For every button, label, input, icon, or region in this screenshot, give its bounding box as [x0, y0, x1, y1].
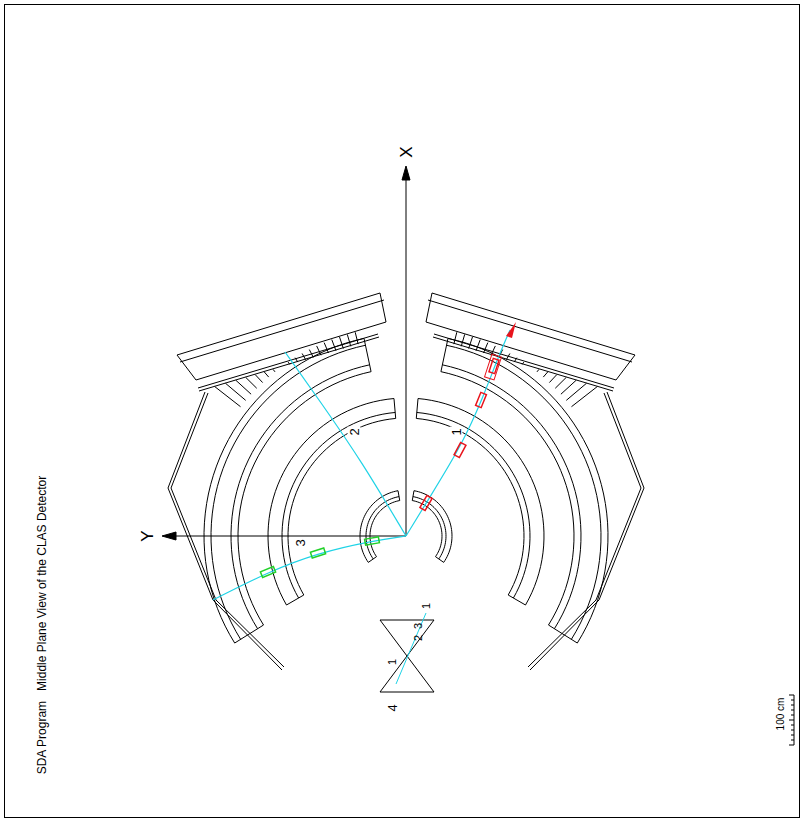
cherenkov-mirror: [324, 343, 328, 353]
cherenkov-mirror: [215, 386, 241, 406]
drift-chamber-region: [412, 491, 452, 563]
cherenkov-mirror: [514, 358, 517, 362]
sector-number: 1: [387, 657, 398, 667]
track-number: 3: [294, 537, 307, 548]
sector-number: 4: [386, 704, 399, 711]
outer-panel: [530, 392, 644, 670]
outer-panel: [168, 392, 282, 670]
scintillator: [180, 300, 384, 362]
hit-marker: [420, 495, 432, 510]
cherenkov-mirror: [309, 350, 313, 358]
cherenkov-mirror: [476, 340, 480, 351]
cherenkov-mirror: [339, 337, 343, 349]
hit-marker: [365, 537, 380, 545]
cherenkov-mirror: [347, 334, 350, 346]
cherenkov-mirror: [522, 362, 524, 364]
cherenkov-mirror: [288, 362, 290, 364]
chamber-layer: [231, 365, 370, 629]
outer-panel: [528, 393, 641, 667]
cherenkov-mirror: [571, 386, 597, 406]
sector-number: 1: [421, 603, 432, 609]
axis-arrowhead: [162, 532, 176, 540]
cherenkov-mirror: [543, 372, 547, 377]
cherenkov-mirror: [461, 334, 464, 346]
outer-panel: [171, 393, 284, 667]
drift-chamber-region: [268, 399, 396, 605]
track: [213, 536, 406, 600]
hit-marker: [310, 548, 325, 558]
chamber-layer: [442, 365, 581, 629]
calorimeter: [177, 293, 386, 380]
track-number: 1: [450, 426, 463, 437]
scale-bar: [789, 695, 794, 745]
drift-chamber-region: [441, 338, 608, 643]
drift-chamber-region: [416, 399, 544, 605]
chamber-layer: [447, 345, 601, 639]
cherenkov-mirror: [281, 366, 282, 367]
scintillator: [434, 334, 614, 388]
cherenkov-mirror: [537, 369, 539, 371]
sector-number: 3: [413, 623, 424, 629]
cherenkov-mirror: [273, 369, 275, 371]
calorimeter: [426, 293, 635, 380]
y-axis: [168, 536, 406, 537]
cherenkov-mirror: [246, 377, 257, 388]
x-axis: [406, 172, 407, 536]
scintillator: [198, 334, 378, 388]
cherenkov-mirror: [561, 380, 576, 394]
track: [285, 352, 406, 536]
scale-label: 100 cm: [776, 698, 786, 731]
cherenkov-mirror: [483, 343, 487, 353]
hit-marker: [485, 354, 502, 380]
cherenkov-mirror: [264, 372, 268, 377]
cherenkov-mirror: [236, 380, 251, 394]
sector-number: 2: [413, 635, 424, 641]
title: SDA Program Middle Plane View of the CLA…: [36, 476, 48, 775]
track: [396, 613, 426, 684]
scintillator: [433, 337, 613, 391]
chamber-layer: [211, 345, 365, 639]
chamber-layer: [413, 497, 446, 559]
drift-chamber-region: [204, 338, 371, 643]
cherenkov-mirror: [469, 337, 473, 349]
track-number: 2: [348, 426, 361, 437]
chamber-layer: [282, 412, 395, 598]
cherenkov-mirror: [506, 353, 510, 359]
hit-arrow: [506, 322, 516, 338]
cherenkov-mirror: [255, 375, 262, 383]
scintillator: [199, 337, 379, 391]
cherenkov-mirror: [454, 332, 457, 344]
cherenkov-mirror: [530, 366, 531, 367]
view-icon: [380, 613, 434, 692]
drift-chamber-region: [360, 491, 400, 563]
axes: [162, 166, 410, 540]
cherenkov-mirror: [317, 346, 321, 355]
hit-marker: [260, 567, 275, 578]
hit-marker: [476, 392, 487, 407]
frame: [5, 5, 800, 818]
cherenkov-mirror: [555, 377, 566, 388]
chamber-layer: [366, 497, 399, 559]
tracks: [213, 330, 510, 600]
cherenkov-mirror: [332, 340, 336, 351]
hit-marker: [489, 358, 499, 373]
hit-marker: [454, 442, 466, 457]
track: [406, 330, 510, 536]
cherenkov-mirror: [549, 375, 556, 383]
cherenkov-mirror: [355, 332, 358, 344]
axis-arrowhead: [402, 166, 410, 180]
axis-label: Y: [139, 530, 156, 541]
chamber-layer: [417, 412, 530, 598]
axis-label: X: [398, 146, 415, 157]
cherenkov-mirror: [302, 353, 306, 359]
cherenkov-mirror: [295, 358, 298, 362]
hourglass-symbol: [380, 620, 434, 692]
scintillator: [428, 300, 632, 362]
